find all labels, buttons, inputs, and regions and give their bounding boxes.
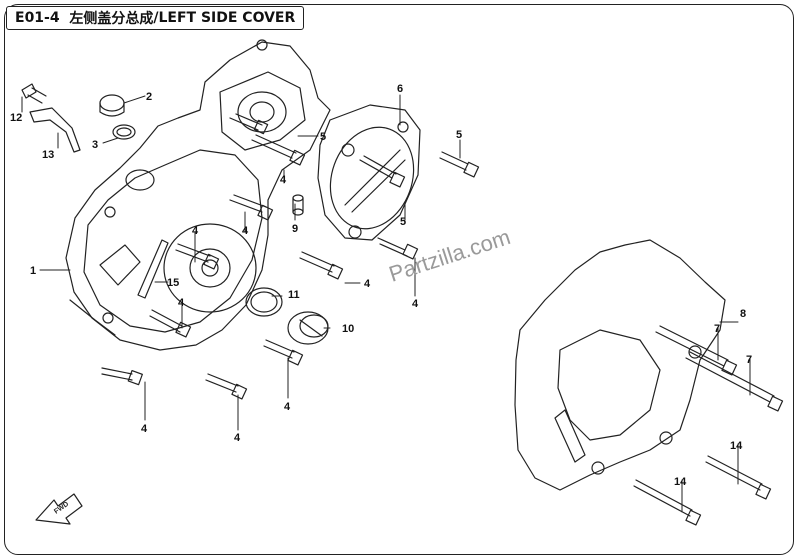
callout-2: 2 xyxy=(146,91,152,103)
diagram-name-cn: 左侧盖分总成 xyxy=(69,11,154,27)
diagram-name-en: /LEFT SIDE COVER xyxy=(153,10,296,26)
callout-4h: 4 xyxy=(141,423,148,435)
callout-12: 12 xyxy=(10,112,22,124)
callout-labels: 1 2 3 4 4 4 4 4 4 4 4 4 5 5 5 6 7 7 8 9 … xyxy=(10,83,752,488)
callout-3: 3 xyxy=(92,139,98,151)
callout-4f: 4 xyxy=(412,298,419,310)
diagram-frame xyxy=(4,4,794,555)
callout-4e: 4 xyxy=(364,278,371,290)
callout-5a: 5 xyxy=(320,131,326,143)
callout-4g: 4 xyxy=(284,401,291,413)
callout-7b: 7 xyxy=(746,354,752,366)
callout-4d: 4 xyxy=(280,174,287,186)
callout-14a: 14 xyxy=(730,440,743,452)
sprocket-cover xyxy=(514,239,726,491)
callout-15: 15 xyxy=(167,277,179,289)
diagram-code: E01-4 xyxy=(15,10,60,26)
oil-filler-plug xyxy=(99,94,125,117)
o-ring-11 xyxy=(245,287,283,317)
callout-4b: 4 xyxy=(242,225,249,237)
callout-6: 6 xyxy=(397,83,403,95)
callout-4a: 4 xyxy=(192,225,199,237)
callout-5c: 5 xyxy=(400,216,406,228)
callout-4c: 4 xyxy=(178,297,185,309)
fwd-arrow xyxy=(35,493,83,525)
bracket-13 xyxy=(29,107,81,153)
left-crankcase-cover xyxy=(65,39,331,351)
callout-14b: 14 xyxy=(674,476,687,488)
callout-1: 1 xyxy=(30,265,36,277)
callout-7a: 7 xyxy=(714,323,720,335)
cover-strip-15 xyxy=(137,239,169,299)
clutch-cover xyxy=(317,104,421,241)
dowel-pin-9 xyxy=(292,194,304,216)
bolts xyxy=(101,113,784,526)
callout-5b: 5 xyxy=(456,129,462,141)
timing-cap-10 xyxy=(287,311,329,345)
leader-lines xyxy=(21,94,751,513)
bolt-12 xyxy=(21,83,47,104)
callout-11: 11 xyxy=(288,289,300,301)
o-ring-11-inner xyxy=(250,291,278,313)
diagram-title: E01-4 左侧盖分总成/LEFT SIDE COVER xyxy=(6,6,305,30)
callout-13: 13 xyxy=(42,149,54,161)
callout-8: 8 xyxy=(740,308,746,320)
callout-4i: 4 xyxy=(234,432,241,444)
callout-9: 9 xyxy=(292,223,298,235)
o-ring-3 xyxy=(112,124,136,140)
callout-10: 10 xyxy=(342,323,354,335)
o-ring-3-inner xyxy=(116,127,132,137)
